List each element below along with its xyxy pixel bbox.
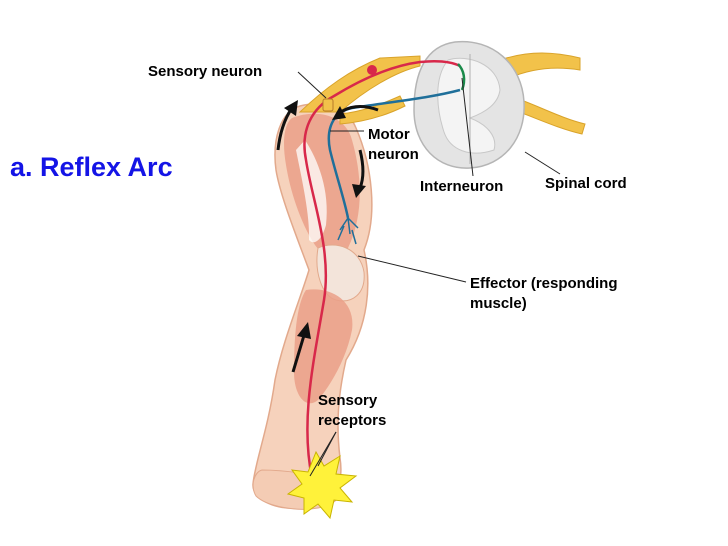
stimulus-starburst	[286, 450, 358, 520]
label-sensory-receptors: Sensory receptors	[318, 391, 386, 431]
label-sensory-receptors-line1: Sensory	[318, 392, 378, 409]
leader-spinal-cord	[524, 151, 561, 175]
calf-muscle	[294, 289, 353, 404]
direction-arrows	[276, 100, 379, 373]
label-motor-neuron: Motor neuron	[368, 125, 419, 165]
arrow-up-thigh-head	[284, 100, 298, 116]
sensory-neuron-path	[303, 59, 461, 479]
label-motor-neuron-line1: Motor	[368, 126, 410, 143]
leader-lines	[297, 71, 561, 477]
label-effector: Effector (responding muscle)	[470, 274, 618, 314]
label-effector-line2: muscle)	[470, 295, 527, 312]
arrow-up-lower-leg	[291, 331, 307, 373]
leader-effector	[357, 255, 467, 283]
label-spinal-cord: Spinal cord	[545, 175, 627, 192]
sensory-ganglion	[367, 65, 377, 75]
motor-nerve-endings	[337, 217, 359, 245]
label-motor-neuron-line2: neuron	[368, 146, 419, 163]
leader-interneuron	[461, 77, 474, 177]
arrow-motor-curve-head	[332, 106, 346, 120]
leader-sensory-neuron	[297, 71, 327, 99]
leg-illustration	[252, 103, 373, 510]
nerve-junction	[322, 98, 334, 112]
diagram-title: a. Reflex Arc	[10, 152, 173, 182]
label-effector-line1: Effector (responding	[470, 275, 618, 292]
label-sensory-receptors-line2: receptors	[318, 412, 387, 429]
knee	[316, 244, 365, 302]
arrow-up-lower-leg-head	[297, 322, 311, 339]
gray-matter	[437, 57, 501, 154]
label-sensory-neuron: Sensory neuron	[148, 63, 263, 80]
label-interneuron: Interneuron	[420, 178, 504, 195]
arrow-down-thigh-head	[352, 184, 366, 198]
leader-receptors-2	[309, 431, 337, 477]
